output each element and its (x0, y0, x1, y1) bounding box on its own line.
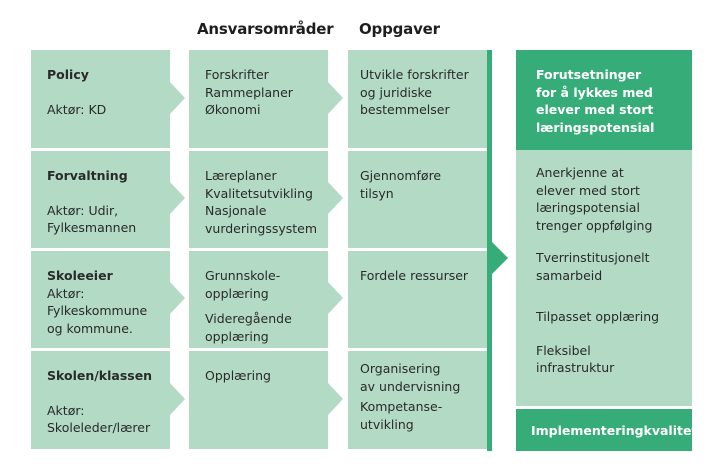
arrow-right-icon (170, 282, 185, 314)
task-line: Organisering (360, 361, 441, 376)
responsibility-box-forvaltning: Læreplaner Kvalitetsutvikling Nasjonale … (189, 151, 328, 248)
level-box-skoleeier: Skoleeier Aktør: Fylkeskommune og kommun… (31, 251, 170, 348)
actor-text: Aktør: Udir, (47, 202, 119, 218)
level-title: Forvaltning (47, 168, 128, 183)
level-box-policy: Policy Aktør: KD (31, 50, 170, 148)
task-box-policy: Utvikle forskrifter og juridiske bestemm… (348, 50, 487, 148)
actor-text: Fylkeskommune (47, 303, 148, 318)
outcome-item-line: Tilpasset opplæring (536, 309, 660, 324)
arrow-right-icon (170, 383, 185, 415)
outcome-item: Fleksibel infrastruktur (536, 342, 692, 377)
outcome-footer-box: Implementeringkvalitet (516, 409, 698, 451)
task-line: tilsyn (360, 185, 394, 201)
outcome-item-line: Fleksibel (536, 342, 591, 358)
responsibility-item: Læreplaner (205, 168, 277, 183)
arrow-right-icon (170, 182, 185, 214)
outcome-item: Anerkjenne at elever med stort læringspo… (536, 164, 692, 234)
task-box-forvaltning: Gjennomføre tilsyn (348, 151, 487, 248)
level-box-forvaltning: Forvaltning Aktør: Udir, Fylkesmannen (31, 151, 170, 248)
level-box-skolen-klassen: Skolen/klassen Aktør: Skoleleder/lærer (31, 351, 170, 449)
arrow-right-icon (328, 282, 343, 314)
actor-text: og kommune. (47, 320, 133, 336)
task-box-skoleeier: Fordele ressurser (348, 251, 487, 348)
actor-text: Aktør: (47, 402, 85, 418)
task-line: Gjennomføre (360, 168, 442, 183)
big-arrow-right-icon (492, 242, 508, 274)
arrow-right-icon (328, 82, 343, 114)
task-line: Fordele ressurser (360, 268, 469, 283)
actor-text: Aktør: KD (47, 101, 107, 117)
level-title: Skolen/klassen (47, 368, 153, 383)
responsibility-item: Opplæring (205, 368, 271, 383)
outcome-item-line: læringspotensial (536, 200, 640, 215)
outcome-items-box: Anerkjenne at elever med stort læringspo… (516, 150, 692, 406)
task-line: utvikling (360, 416, 414, 432)
outcome-item-line: Tverrinstitusjonelt (536, 250, 650, 265)
responsibility-box-skoleeier: Grunnskole- opplæring Videregående opplæ… (189, 251, 328, 348)
level-title: Skoleeier (47, 268, 113, 283)
outcome-title-line: elever med stort (536, 102, 654, 117)
arrow-right-icon (328, 383, 343, 415)
arrow-right-icon (328, 182, 343, 214)
responsibility-item: opplæring (205, 285, 269, 301)
responsibility-item: Grunnskole- (205, 268, 281, 283)
task-line: og juridiske (360, 84, 432, 100)
outcome-title-line: for å lykkes med (536, 84, 653, 100)
convergence-bar (487, 50, 492, 451)
header-ansvarsomrader: Ansvarsområder (197, 20, 334, 38)
task-box-skolen-klassen: Organisering av undervisning Kompetanse-… (348, 351, 487, 449)
responsibility-box-policy: Forskrifter Rammeplaner Økonomi (189, 50, 328, 148)
responsibility-item: Rammeplaner (205, 84, 293, 100)
outcome-item: Tilpasset opplæring (536, 308, 692, 326)
header-oppgaver: Oppgaver (359, 20, 440, 38)
outcome-title-box: Forutsetninger for å lykkes med elever m… (516, 50, 692, 150)
responsibility-item: Økonomi (205, 102, 261, 117)
outcome-item-line: infrastruktur (536, 360, 615, 375)
outcome-item-line: samarbeid (536, 267, 603, 283)
task-line: av undervisning (360, 378, 461, 394)
outcome-footer-label: Implementeringkvalitet (531, 423, 698, 438)
actor-text: Aktør: (47, 285, 85, 301)
actor-text: Skoleleder/lærer (47, 420, 151, 435)
outcome-item-line: elever med stort (536, 182, 640, 198)
outcome-item: Tverrinstitusjonelt samarbeid (536, 249, 692, 284)
outcome-item-line: Anerkjenne at (536, 165, 624, 180)
level-title: Policy (47, 67, 89, 82)
outcome-item-line: trenger oppfølging (536, 217, 653, 233)
responsibility-item: Nasjonale (205, 203, 267, 218)
responsibility-item: Kvalitetsutvikling (205, 185, 313, 201)
actor-text: Fylkesmannen (47, 220, 137, 235)
outcome-title-line: Forutsetninger (536, 67, 642, 82)
task-line: bestemmelser (360, 102, 450, 117)
outcome-title-line: læringspotensial (536, 119, 655, 135)
responsibility-item: Videregående (205, 311, 292, 326)
task-line: Kompetanse- (360, 399, 443, 414)
task-line: Utvikle forskrifter (360, 67, 469, 82)
responsibility-item: opplæring (205, 328, 269, 344)
responsibility-box-skolen-klassen: Opplæring (189, 351, 328, 449)
responsibility-item: vurderingssystem (205, 220, 318, 236)
arrow-right-icon (170, 82, 185, 114)
responsibility-item: Forskrifter (205, 67, 269, 82)
